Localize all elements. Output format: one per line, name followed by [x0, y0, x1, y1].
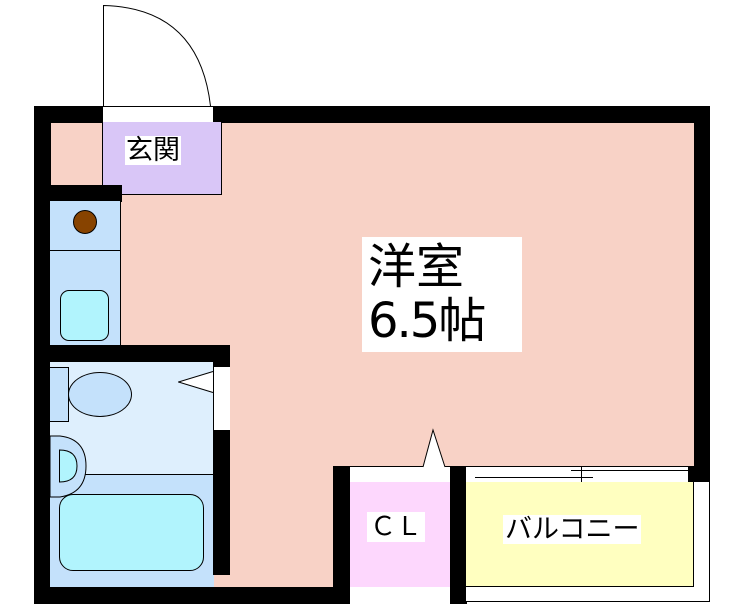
toilet-bowl-icon — [68, 372, 132, 417]
kitchen-sink-icon — [60, 290, 109, 341]
bathroom-wall-right-upper — [213, 345, 230, 368]
closet-wall-right — [450, 466, 467, 604]
closet-wall-left — [333, 466, 350, 604]
bathroom-door-opening — [213, 367, 230, 430]
wall-top-right — [213, 106, 710, 123]
bathtub-icon — [59, 494, 204, 571]
kitchen-wall-top — [34, 185, 122, 202]
bathroom-wall-right-lower — [213, 430, 230, 575]
entrance-door-swing-icon — [103, 4, 211, 107]
bathroom-wall-top — [34, 345, 230, 362]
washbasin-icon — [50, 435, 87, 498]
balcony-wall-right — [688, 466, 710, 483]
stove-burner-icon — [73, 210, 97, 234]
room-size: 6.5帖 — [368, 293, 486, 349]
bathroom-door-arrow-icon — [178, 371, 214, 393]
western-room-label: 洋室 6.5帖 — [362, 237, 522, 352]
balcony-label: バルコニー — [503, 514, 642, 545]
window-rail-upper — [571, 470, 695, 471]
kitchen-divider — [50, 250, 121, 251]
closet-label: ＣＬ — [367, 512, 426, 542]
wall-top-left — [34, 106, 103, 123]
wall-right — [694, 106, 710, 483]
entrance-label: 玄関 — [125, 135, 181, 166]
toilet-tank-icon — [50, 367, 69, 422]
entrance-doorway — [103, 106, 214, 123]
room-type: 洋室 — [368, 239, 465, 295]
wall-bottom — [34, 587, 350, 604]
closet-door-arrow-icon — [422, 428, 446, 468]
window-frame-tick — [581, 466, 582, 483]
closet-doorway — [350, 466, 450, 483]
window-rail-lower — [475, 477, 593, 478]
